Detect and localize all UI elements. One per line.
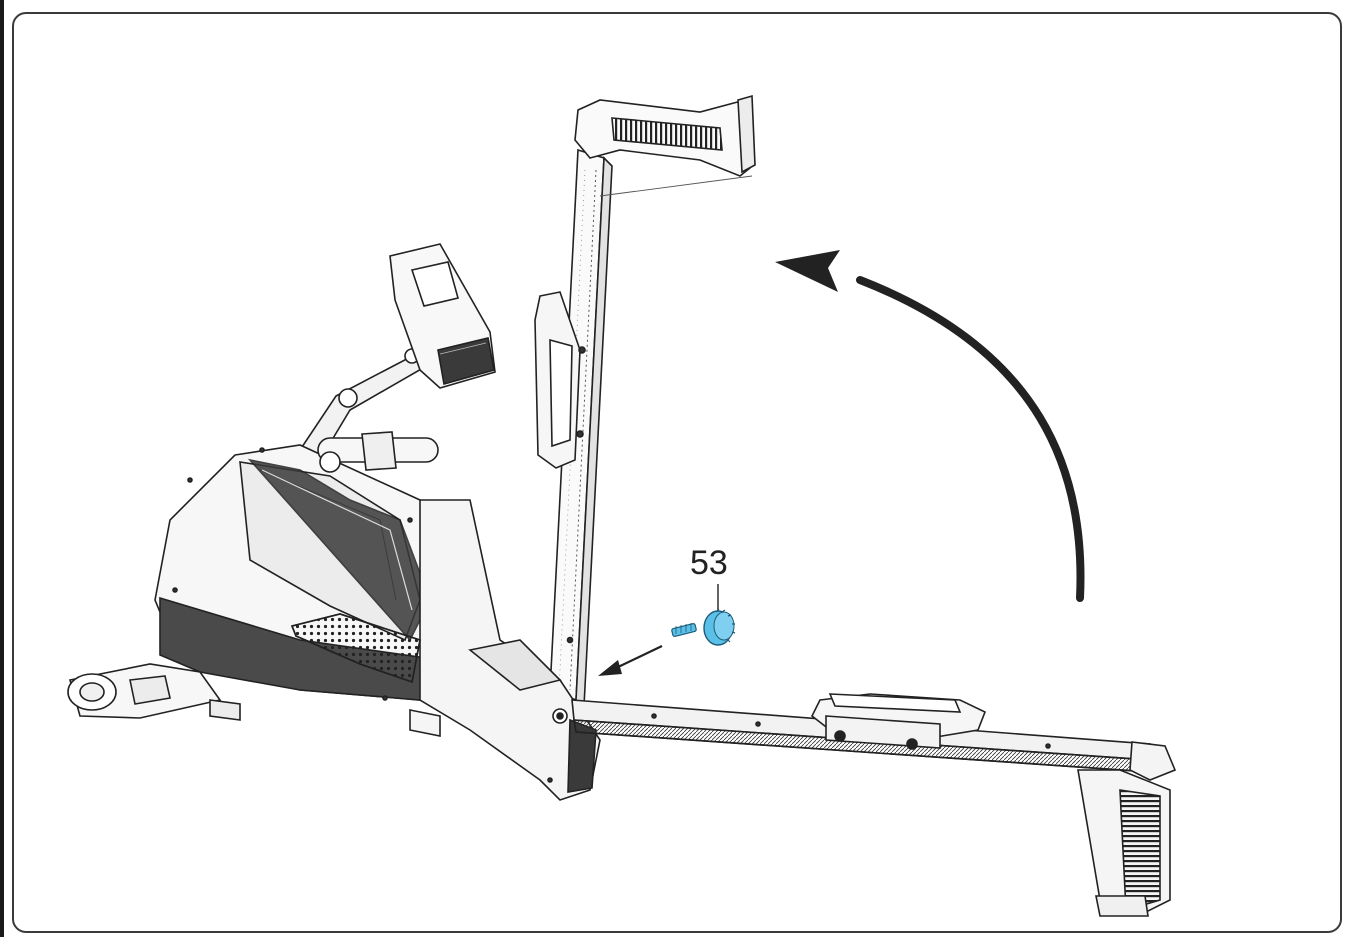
- upright-rail: [534, 94, 756, 708]
- page-left-rule: [0, 0, 4, 937]
- part-number-callout: 53: [690, 544, 728, 582]
- insertion-arrow-icon: [598, 645, 663, 676]
- front-stabilizer: [67, 663, 241, 721]
- rear-stabilizer: [1077, 769, 1171, 917]
- curved-rotation-arrow-icon: [775, 250, 1085, 602]
- horizontal-rail: [571, 693, 1177, 781]
- main-body: [154, 431, 601, 801]
- console-monitor: [298, 243, 496, 462]
- knob-part-53: [671, 584, 736, 646]
